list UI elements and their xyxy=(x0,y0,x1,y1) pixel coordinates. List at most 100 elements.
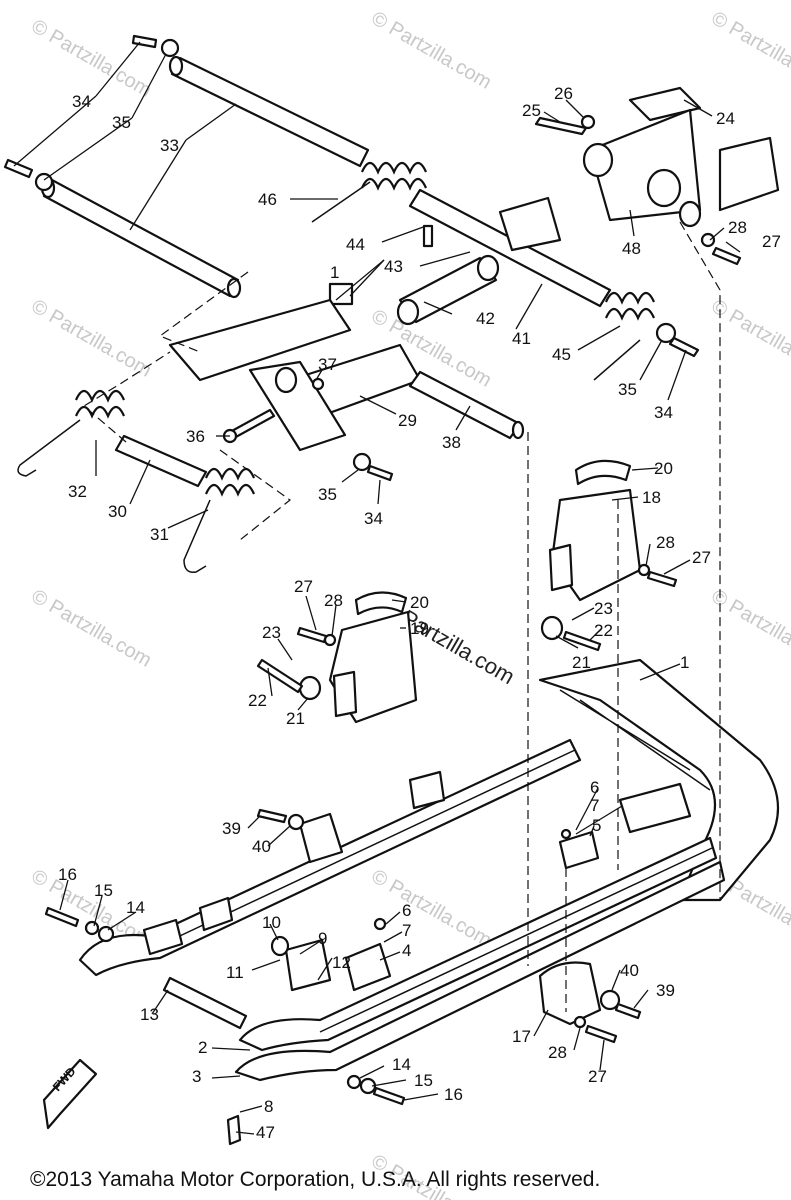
callout-7: 7 xyxy=(402,921,411,940)
spring-arm xyxy=(311,181,371,223)
lower-rear-shaft xyxy=(42,178,240,298)
callout-33: 33 xyxy=(160,136,179,155)
main-crossbar xyxy=(408,188,612,308)
callout-39: 39 xyxy=(656,981,675,1000)
track-frame xyxy=(538,658,780,902)
callout-6: 6 xyxy=(590,778,599,797)
bolt xyxy=(131,34,158,49)
slide-rail-right xyxy=(238,836,718,1052)
callout-7: 7 xyxy=(590,796,599,815)
center-watermark: Partzilla.com xyxy=(398,605,520,690)
callout-38: 38 xyxy=(442,433,461,452)
callout-27: 27 xyxy=(692,548,711,567)
callout-26: 26 xyxy=(554,84,573,103)
washer xyxy=(97,925,115,943)
callout-1: 1 xyxy=(680,653,689,672)
nut xyxy=(373,917,387,931)
callout-22: 22 xyxy=(248,691,267,710)
callout-36: 36 xyxy=(186,427,205,446)
callout-19: 19 xyxy=(410,619,429,638)
callout-17: 17 xyxy=(512,1027,531,1046)
callout-8: 8 xyxy=(264,1097,273,1116)
callout-20: 20 xyxy=(410,593,429,612)
callout-34: 34 xyxy=(654,403,673,422)
washer xyxy=(84,920,100,936)
rail-bracket xyxy=(408,770,446,810)
torsion-spring xyxy=(360,161,428,191)
collar xyxy=(422,224,434,248)
washer xyxy=(160,38,180,58)
frame-ribs xyxy=(559,689,711,791)
rail-bracket xyxy=(298,812,344,864)
assembly-guide xyxy=(219,449,291,541)
bolt xyxy=(44,906,80,928)
bracket-flange xyxy=(332,670,358,718)
watermark: © Partzilla.com xyxy=(368,7,496,93)
callout-41: 41 xyxy=(512,329,531,348)
grease-nipple xyxy=(311,377,325,391)
callout-48: 48 xyxy=(622,239,641,258)
watermark: © Partzilla.com xyxy=(28,15,156,101)
rail-bracket-17 xyxy=(538,961,602,1026)
shock-eye xyxy=(396,298,420,326)
bolt xyxy=(711,246,742,266)
pivot-boss xyxy=(678,200,702,228)
callout-28: 28 xyxy=(324,591,343,610)
bolt-head xyxy=(560,828,572,840)
shaft-30 xyxy=(114,434,208,488)
callout-11: 11 xyxy=(226,963,244,982)
rail-bracket xyxy=(198,896,234,932)
torsion-spring xyxy=(604,291,656,321)
watermark: © Partzilla.com xyxy=(28,295,156,381)
fwd-arrow: FWD xyxy=(42,1058,98,1130)
callout-20: 20 xyxy=(654,459,673,478)
spring-arm xyxy=(17,419,81,477)
bolt xyxy=(256,808,288,824)
bolt xyxy=(296,626,328,644)
callout-14: 14 xyxy=(392,1055,411,1074)
callout-18: 18 xyxy=(642,488,661,507)
torsion-spring xyxy=(74,389,126,419)
bolt xyxy=(226,1114,242,1146)
bolt xyxy=(584,1024,618,1044)
bolt xyxy=(562,630,602,652)
rail-groove xyxy=(319,847,713,1033)
callout-43: 43 xyxy=(384,257,403,276)
callout-23: 23 xyxy=(594,599,613,618)
callout-27: 27 xyxy=(294,577,313,596)
callout-21: 21 xyxy=(572,653,591,672)
callout-1: 1 xyxy=(330,263,339,282)
nut xyxy=(580,114,596,130)
watermark: © Partzilla.com xyxy=(708,585,791,671)
bracket-flange xyxy=(548,543,574,592)
shaft-end xyxy=(168,55,184,77)
cap-20 xyxy=(574,459,632,486)
callout-46: 46 xyxy=(258,190,277,209)
bolt xyxy=(3,158,34,179)
callout-3: 3 xyxy=(192,1067,201,1086)
callout-45: 45 xyxy=(552,345,571,364)
shaft-13 xyxy=(162,976,248,1030)
callout-14: 14 xyxy=(126,898,145,917)
watermark: © Partzilla.com xyxy=(28,585,156,671)
pivot-boss xyxy=(274,366,298,394)
nut xyxy=(700,232,716,248)
shock-mount-plate xyxy=(498,196,562,252)
callout-44: 44 xyxy=(346,235,365,254)
callout-13: 13 xyxy=(140,1005,159,1024)
callout-30: 30 xyxy=(108,502,127,521)
callout-39: 39 xyxy=(222,819,241,838)
shock-eye xyxy=(476,254,500,282)
fwd-arrow-shape xyxy=(42,1058,98,1130)
front-arm-left xyxy=(168,298,352,382)
copyright-notice: ©2013 Yamaha Motor Corporation, U.S.A. A… xyxy=(30,1168,600,1191)
washer xyxy=(287,813,305,831)
callout-37: 37 xyxy=(318,355,337,374)
assembly-guide xyxy=(679,221,721,900)
bolt xyxy=(256,658,304,694)
torsion-spring xyxy=(204,467,256,497)
rail-bracket xyxy=(142,918,184,956)
callout-5: 5 xyxy=(592,816,601,835)
callout-35: 35 xyxy=(112,113,131,132)
